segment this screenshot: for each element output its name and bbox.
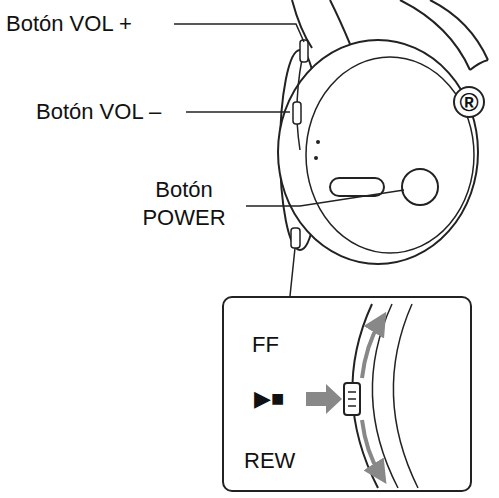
button-label: Botón VOL +	[6, 10, 132, 38]
button-label: Botón POWER	[128, 176, 240, 232]
inset-box: FF ▶■ REW	[222, 296, 472, 492]
control-label: REW	[244, 448, 295, 474]
button-label: Botón VOL –	[36, 98, 161, 126]
side-mark: ®	[455, 86, 483, 118]
control-label: ▶■	[254, 386, 284, 412]
control-label: FF	[252, 332, 279, 358]
